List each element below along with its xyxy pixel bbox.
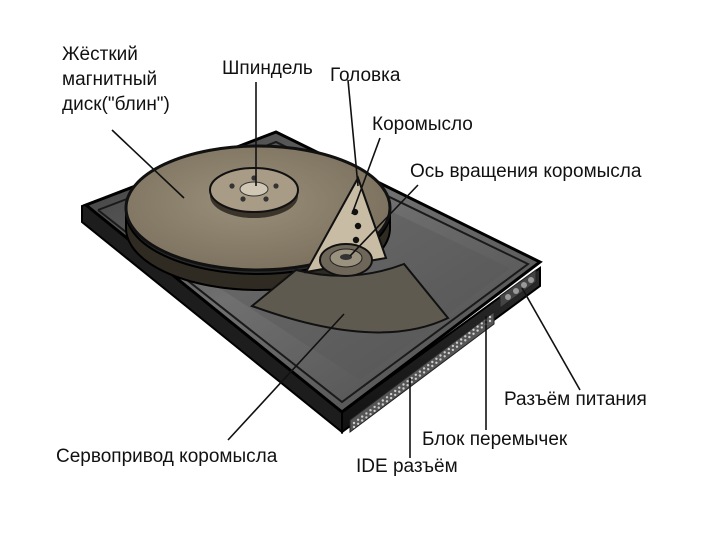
label-spindle: Шпиндель bbox=[222, 58, 313, 79]
label-head: Головка bbox=[330, 65, 401, 86]
ide-pin bbox=[418, 374, 422, 377]
ide-connector-pins bbox=[349, 311, 495, 433]
ide-pin bbox=[406, 380, 409, 383]
ide-pin bbox=[402, 383, 405, 386]
spindle-hub bbox=[209, 167, 299, 218]
ide-pin bbox=[447, 347, 450, 351]
ide-pin bbox=[472, 328, 475, 331]
ide-pin bbox=[472, 332, 475, 335]
ide-pin bbox=[394, 393, 397, 397]
ide-pin bbox=[443, 351, 446, 354]
ide-pin bbox=[427, 368, 430, 371]
actuator-arm bbox=[304, 175, 388, 277]
ide-pin bbox=[435, 361, 438, 364]
ide-pin bbox=[377, 402, 380, 405]
power-connector-shape bbox=[499, 269, 537, 309]
ide-pin bbox=[381, 403, 384, 406]
ide-pin bbox=[406, 384, 409, 387]
ide-pin bbox=[410, 376, 413, 380]
ide-pin bbox=[435, 357, 438, 360]
ide-pin bbox=[476, 329, 479, 332]
ide-pin bbox=[398, 386, 401, 389]
label-power-connector: Разъём питания bbox=[504, 389, 647, 410]
ide-pin bbox=[389, 396, 393, 400]
ide-pin bbox=[385, 400, 389, 403]
ide-pin bbox=[369, 413, 372, 416]
ide-pin bbox=[439, 354, 442, 357]
ide-pin bbox=[352, 421, 356, 425]
ide-pin bbox=[356, 418, 360, 421]
ide-pin bbox=[385, 396, 389, 399]
ide-pin bbox=[414, 377, 417, 380]
ide-pin bbox=[480, 322, 483, 325]
ide-pin bbox=[365, 416, 368, 419]
ide-pin bbox=[394, 389, 397, 393]
ide-pin bbox=[389, 392, 393, 396]
ide-pin bbox=[431, 364, 434, 368]
ide-pin bbox=[488, 315, 492, 319]
ide-pin bbox=[373, 405, 376, 409]
ide-pin bbox=[460, 342, 463, 345]
leader-power bbox=[521, 287, 581, 391]
label-arm-axis: Ось вращения коромысла bbox=[410, 161, 642, 182]
ide-pin bbox=[365, 412, 368, 415]
leader-arm-axis bbox=[349, 184, 419, 257]
ide-pin bbox=[480, 326, 483, 329]
ide-pin bbox=[476, 325, 479, 328]
ide-pin bbox=[422, 371, 426, 374]
ide-pin bbox=[373, 409, 376, 413]
label-arm: Коромысло bbox=[372, 114, 473, 135]
ide-pin bbox=[447, 351, 450, 355]
ide-pin bbox=[451, 348, 455, 352]
leader-head bbox=[347, 79, 359, 187]
ide-pin bbox=[381, 399, 384, 402]
label-disk: Жёсткий магнитный диск("блин") bbox=[62, 44, 170, 115]
ide-pin bbox=[352, 425, 356, 429]
ide-pin bbox=[377, 406, 380, 409]
ide-pin bbox=[361, 419, 364, 422]
label-ide-connector: IDE разъём bbox=[356, 456, 458, 477]
ide-pin bbox=[468, 331, 471, 335]
leader-disk bbox=[111, 129, 185, 199]
ide-pin bbox=[464, 335, 467, 338]
ide-pin bbox=[402, 387, 405, 390]
ide-pin bbox=[410, 380, 413, 384]
ide-pin bbox=[460, 338, 463, 341]
ide-pin bbox=[361, 415, 364, 418]
ide-pin bbox=[455, 341, 459, 344]
ide-pin bbox=[443, 355, 446, 358]
ide-pin bbox=[369, 409, 372, 412]
ide-pin bbox=[431, 360, 434, 364]
ide-pin bbox=[356, 422, 360, 425]
ide-pin bbox=[455, 345, 459, 348]
leader-arm bbox=[351, 137, 381, 215]
ide-pin bbox=[422, 367, 426, 370]
ide-pin bbox=[398, 390, 401, 393]
label-servo: Сервопривод коромысла bbox=[56, 446, 278, 467]
ide-pin bbox=[427, 364, 430, 367]
ide-pin bbox=[451, 344, 455, 348]
ide-pin bbox=[468, 335, 471, 339]
ide-pin bbox=[464, 339, 467, 342]
ide-pin bbox=[439, 358, 442, 361]
ide-pin bbox=[418, 370, 422, 373]
label-jumper-block: Блок перемычек bbox=[422, 429, 568, 450]
servo-actuator bbox=[250, 262, 450, 334]
leader-lines bbox=[111, 79, 581, 458]
leader-servo bbox=[227, 313, 345, 441]
ide-pin bbox=[488, 319, 492, 323]
ide-pin bbox=[414, 373, 417, 376]
